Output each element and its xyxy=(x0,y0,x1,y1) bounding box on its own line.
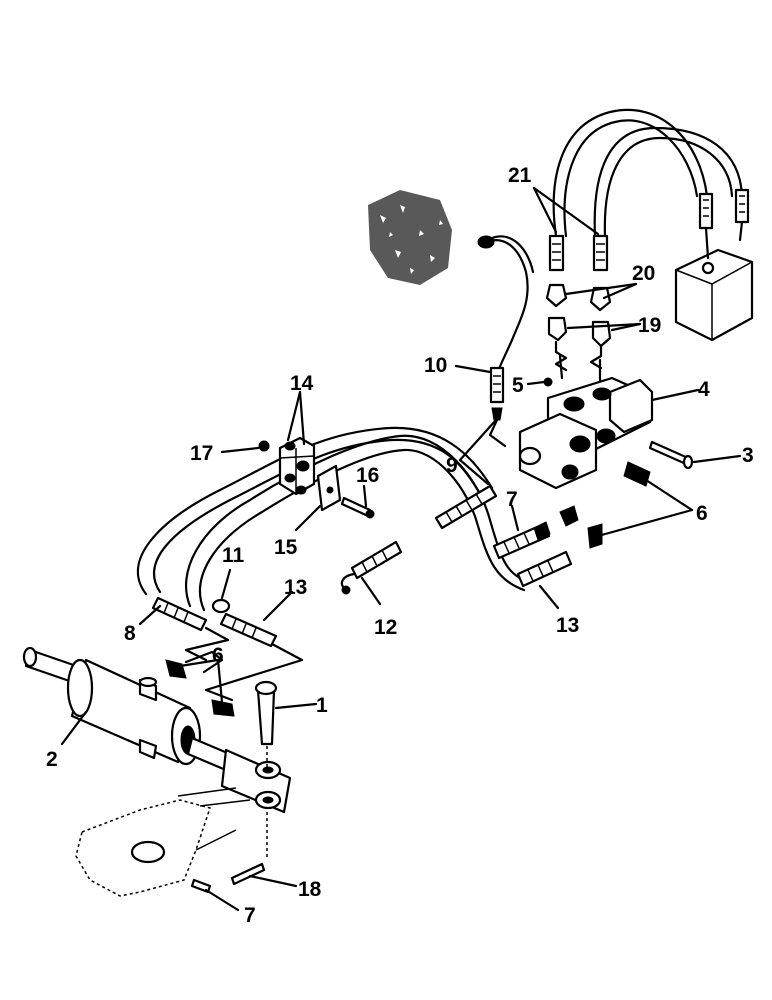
callout-10: 10 xyxy=(424,354,447,377)
fitting-10 xyxy=(488,366,507,448)
callout-16: 16 xyxy=(356,464,379,487)
upper-hose-loops xyxy=(552,108,744,238)
callout-1: 1 xyxy=(316,694,328,717)
hose-clamp xyxy=(278,436,316,496)
callout-14: 14 xyxy=(290,372,314,395)
hose-fitting-12 xyxy=(340,540,403,595)
leader-lines xyxy=(60,186,742,912)
cotter-18 xyxy=(230,862,266,886)
elbows-6-right xyxy=(559,461,651,549)
callout-6-left: 6 xyxy=(212,644,224,667)
hose-fitting-13-left xyxy=(219,612,278,648)
pin-1 xyxy=(254,680,278,860)
mounting-bracket xyxy=(75,787,251,897)
callout-13-left: 13 xyxy=(284,576,307,599)
callout-20: 20 xyxy=(632,262,655,285)
o-ring-11 xyxy=(211,598,231,614)
callout-7-right: 7 xyxy=(506,488,518,511)
hose-fitting-7-left xyxy=(151,596,208,632)
callout-9: 9 xyxy=(446,454,458,477)
control-valve xyxy=(518,354,654,490)
port-guide-lines xyxy=(184,626,304,702)
callout-17: 17 xyxy=(190,442,213,465)
callout-6-right: 6 xyxy=(696,502,708,525)
clamp-plate xyxy=(316,464,342,512)
remote-block xyxy=(674,188,754,342)
callout-18: 18 xyxy=(298,878,322,901)
hose-fitting-13-right xyxy=(516,550,573,588)
callout-7-left: 8 xyxy=(124,622,136,645)
callout-21: 21 xyxy=(508,164,532,187)
callout-12: 12 xyxy=(374,616,397,639)
clamp-nut xyxy=(258,440,270,452)
fittings-19 xyxy=(547,316,612,372)
callout-2: 2 xyxy=(46,748,58,771)
callout-8: 7 xyxy=(244,904,256,927)
hose-fitting-9 xyxy=(434,484,498,530)
callout-5: 5 xyxy=(512,374,524,397)
bolt-3 xyxy=(648,440,694,470)
callout-4: 4 xyxy=(698,378,710,401)
callout-13-right: 13 xyxy=(556,614,579,637)
callout-labels: 21 20 19 10 5 4 14 17 9 3 16 7 6 15 11 1… xyxy=(46,164,754,927)
speckled-object xyxy=(368,190,535,374)
callout-3: 3 xyxy=(742,444,754,467)
fittings-21 xyxy=(548,234,609,272)
clamp-bolt xyxy=(340,496,375,519)
callout-11: 11 xyxy=(222,544,245,567)
callout-15: 15 xyxy=(274,536,298,559)
hydraulic-cylinder xyxy=(22,646,246,778)
clevis xyxy=(220,748,292,814)
callout-19: 19 xyxy=(638,314,661,337)
hose-fitting-7-right xyxy=(492,521,551,560)
